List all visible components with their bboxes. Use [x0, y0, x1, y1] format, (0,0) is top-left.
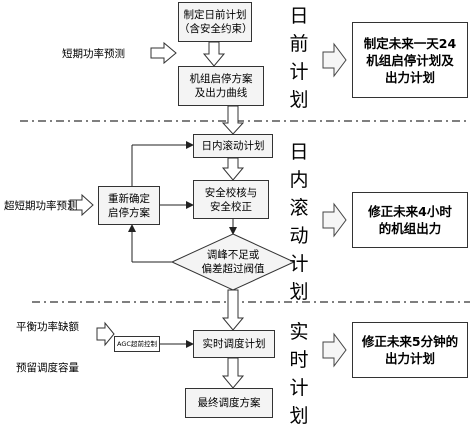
peak-shaving-line-1: 调峰不足或: [206, 249, 260, 261]
stage-label-realtime: 实 时 计 划: [288, 318, 310, 430]
agc-control-box: AGC超前控制: [114, 336, 160, 352]
block-arrow-right-short-forecast: [150, 41, 177, 65]
final-schedule-label: 最终调度方案: [197, 397, 261, 409]
unit-start-stop-line-2: 及出力曲线: [194, 87, 248, 99]
intraday-rolling-box: 日内滚动计划: [193, 134, 273, 158]
stage-label-day-ahead: 日 前 计 划: [288, 2, 310, 114]
day-ahead-plan-box: 制定日前计划 （含安全约束）: [178, 2, 253, 42]
stage-day-ahead-char-1: 日: [289, 5, 309, 27]
stage-label-intraday: 日 内 滚 动 计 划: [288, 138, 310, 306]
block-arrow-down-4: [221, 289, 245, 331]
output-intraday-box: 修正未来4小时 的机组出力: [352, 192, 468, 248]
block-arrow-right-out-1: [322, 42, 347, 78]
redetermine-line-1: 重新确定: [108, 192, 150, 205]
output-realtime-line-2: 出力计划: [384, 351, 435, 366]
ultra-short-forecast-label: 超短期功率预测: [4, 200, 78, 212]
output-day-ahead-line-1: 制定未来一天24: [363, 35, 457, 51]
stage-intraday-char-5: 计: [289, 253, 309, 275]
security-check-box: 安全校核与安全校正: [193, 180, 269, 219]
redetermine-start-stop-box: 重新确定启停方案: [98, 186, 160, 225]
redetermine-line-2: 启停方案: [108, 206, 150, 219]
stage-realtime-char-1: 实: [289, 321, 309, 343]
day-ahead-plan-line-1: 制定日前计划: [183, 9, 247, 21]
stage-intraday-char-2: 内: [289, 169, 309, 191]
block-arrow-right-ultra-short: [69, 193, 94, 217]
stage-realtime-char-2: 时: [289, 349, 309, 371]
final-schedule-box: 最终调度方案: [185, 388, 273, 418]
peak-shaving-text: 调峰不足或 偏差超过阀值: [190, 248, 276, 276]
output-day-ahead-box: 制定未来一天24 机组启停计划及 出力计划: [352, 22, 468, 98]
stage-day-ahead-char-2: 前: [289, 33, 309, 55]
block-arrow-down-3: [221, 157, 245, 181]
block-arrow-down-2: [221, 105, 245, 135]
stage-intraday-char-4: 动: [289, 225, 309, 247]
intraday-rolling-label: 日内滚动计划: [201, 140, 265, 152]
peak-shaving-diamond: [170, 233, 296, 291]
balance-shortfall-label: 平衡功率缺额: [16, 321, 79, 333]
output-realtime-line-1: 修正未来5分钟的: [361, 334, 459, 349]
day-ahead-plan-line-2: （含安全约束）: [179, 23, 253, 35]
stage-intraday-char-6: 划: [289, 281, 309, 303]
block-arrow-down-5: [221, 357, 245, 389]
stage-intraday-char-3: 滚: [289, 197, 309, 219]
output-intraday-line-1: 修正未来4小时: [368, 204, 452, 219]
block-arrow-right-balance: [96, 321, 115, 347]
security-check-line-1: 安全校核与: [204, 186, 258, 199]
reserve-capacity-label: 预留调度容量: [16, 362, 79, 374]
unit-start-stop-box: 机组启停方案及出力曲线: [178, 66, 264, 106]
realtime-schedule-label: 实时调度计划: [202, 338, 266, 350]
security-check-line-2: 安全校正: [210, 200, 252, 213]
short-term-forecast-label: 短期功率预测: [62, 48, 125, 60]
block-arrow-right-out-2: [322, 202, 347, 238]
output-day-ahead-line-2: 机组启停计划及: [366, 52, 454, 68]
output-realtime-box: 修正未来5分钟的 出力计划: [352, 322, 468, 378]
realtime-schedule-box: 实时调度计划: [193, 330, 275, 358]
unit-start-stop-line-1: 机组启停方案: [189, 73, 253, 85]
stage-day-ahead-char-4: 划: [289, 89, 309, 111]
stage-realtime-char-3: 计: [289, 377, 309, 399]
peak-shaving-line-2: 偏差超过阀值: [201, 263, 265, 275]
stage-day-ahead-char-3: 计: [289, 61, 309, 83]
stage-intraday-char-1: 日: [289, 141, 309, 163]
stage-realtime-char-4: 划: [289, 405, 309, 427]
agc-control-label: AGC超前控制: [117, 340, 157, 348]
block-arrow-right-out-3: [322, 332, 347, 368]
output-intraday-line-2: 的机组出力: [378, 221, 442, 236]
output-day-ahead-line-3: 出力计划: [384, 69, 435, 85]
block-arrow-down-1: [202, 41, 226, 67]
